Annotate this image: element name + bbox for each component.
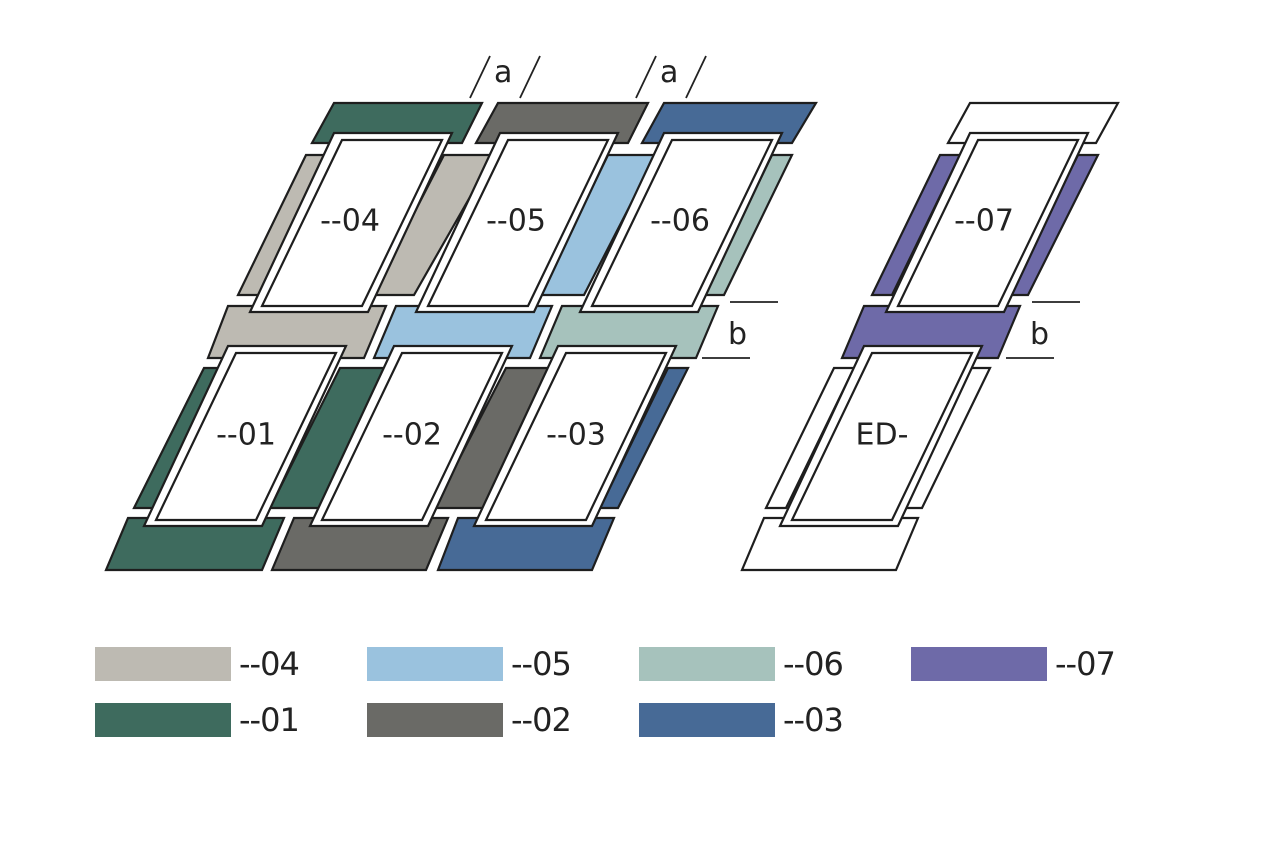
legend-swatch-07 (911, 647, 1047, 681)
legend-swatch-05 (367, 647, 503, 681)
legend-label-01: --01 (239, 701, 300, 739)
window-07: --07 (884, 131, 1090, 314)
lower-left-side-ed (764, 366, 856, 510)
window-label-ed: ED- (856, 418, 909, 453)
window-06: --06 (578, 131, 784, 314)
dimension-a-left: a (494, 55, 512, 90)
legend-label-03: --03 (783, 701, 844, 739)
color-legend: --04 --05 --06 --07 --01 --02 (95, 645, 1195, 758)
legend-label-02: --02 (511, 701, 572, 739)
legend-item-03: --03 (639, 701, 911, 739)
legend-item-02: --02 (367, 701, 639, 739)
legend-item-01: --01 (95, 701, 367, 739)
a-right-tick-2 (685, 55, 707, 99)
legend-label-05: --05 (511, 645, 572, 683)
a-right-tick-1 (635, 55, 657, 99)
a-left-tick-1 (469, 55, 491, 99)
window-label-05: --05 (486, 204, 546, 239)
window-02: --02 (308, 344, 514, 528)
window-label-07: --07 (954, 204, 1014, 239)
legend-swatch-03 (639, 703, 775, 737)
dimension-a-right: a (660, 55, 678, 90)
window-ed: ED- (778, 344, 984, 528)
upper-left-side-07 (870, 153, 962, 297)
legend-label-06: --06 (783, 645, 844, 683)
window-03: --03 (472, 344, 678, 528)
legend-item-06: --06 (639, 645, 911, 683)
dimension-markers: a a b b (469, 55, 1080, 359)
legend-item-04: --04 (95, 645, 367, 683)
window-05: --05 (414, 131, 620, 314)
dimension-b-left: b (728, 317, 747, 352)
a-left-tick-2 (519, 55, 541, 99)
legend-swatch-01 (95, 703, 231, 737)
legend-item-05: --05 (367, 645, 639, 683)
window-04: --04 (248, 131, 454, 314)
legend-row-bottom: --01 --02 --03 (95, 701, 1195, 739)
window-label-04: --04 (320, 204, 380, 239)
windows: --04 --05 --06 --01 --02 (142, 131, 1090, 528)
window-label-06: --06 (650, 204, 710, 239)
window-label-01: --01 (216, 418, 276, 453)
legend-swatch-04 (95, 647, 231, 681)
legend-label-04: --04 (239, 645, 300, 683)
roof-window-diagram: --04 --05 --06 --01 --02 (104, 55, 1120, 572)
legend-row-top: --04 --05 --06 --07 (95, 645, 1195, 683)
window-label-02: --02 (382, 418, 442, 453)
legend-label-07: --07 (1055, 645, 1116, 683)
dimension-b-right: b (1030, 317, 1049, 352)
window-01: --01 (142, 344, 348, 528)
window-label-03: --03 (546, 418, 606, 453)
legend-swatch-02 (367, 703, 503, 737)
legend-item-07: --07 (911, 645, 1183, 683)
legend-swatch-06 (639, 647, 775, 681)
